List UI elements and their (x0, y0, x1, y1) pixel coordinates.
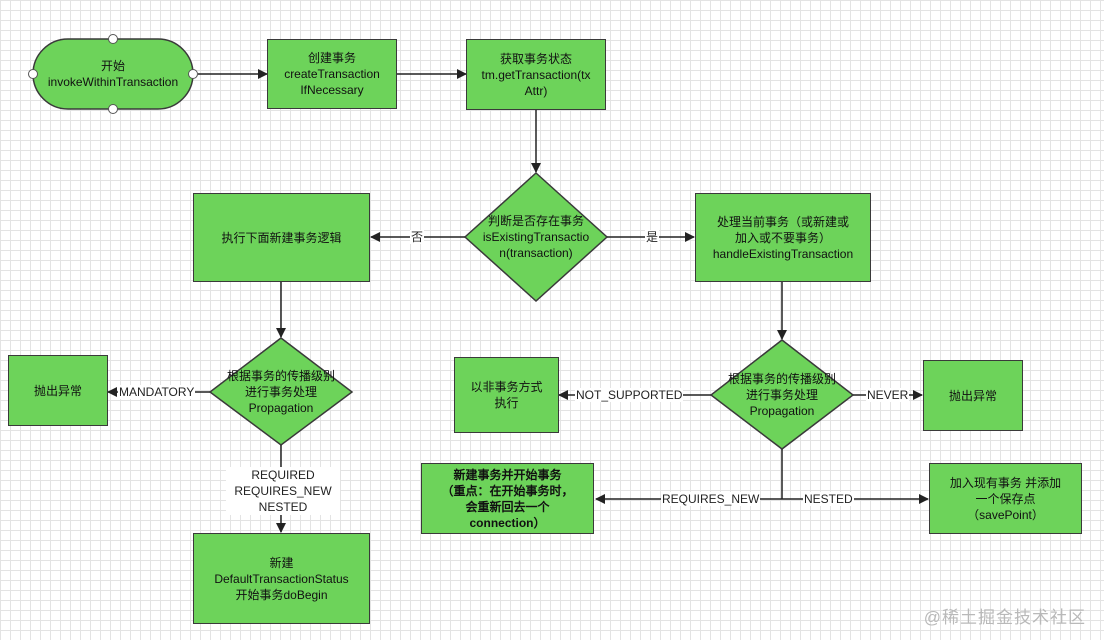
decision-is-existing-label: 判断是否存在事务 isExistingTransactio n(transact… (482, 214, 590, 260)
edge-label-yes: 是 (645, 230, 660, 244)
edge-label-requires-new: REQUIRES_NEW (661, 492, 761, 506)
edge-label-nested: NESTED (803, 492, 854, 506)
propagation-left-label: 根据事务的传播级别 进行事务处理 Propagation (226, 369, 335, 415)
new-status-node[interactable]: 新建 DefaultTransactionStatus 开始事务doBegin (193, 533, 370, 624)
non-transactional-node[interactable]: 以非事务方式 执行 (454, 357, 559, 433)
create-transaction-label: 创建事务 createTransaction IfNecessary (284, 51, 380, 97)
throw-exception-left-node[interactable]: 抛出异常 (8, 355, 108, 426)
edge-label-required-group: REQUIRED REQUIRES_NEW NESTED (226, 467, 340, 515)
new-transaction-logic-label: 执行下面新建事务逻辑 (221, 230, 342, 245)
handle-existing-node[interactable]: 处理当前事务（或新建或 加入或不要事务） handleExistingTrans… (695, 193, 871, 282)
edge-label-no: 否 (410, 230, 425, 244)
new-and-begin-node[interactable]: 新建事务并开始事务 （重点：在开始事务时， 会重新回去一个 connection… (421, 463, 594, 534)
throw-exception-left-label: 抛出异常 (33, 383, 82, 398)
decision-is-existing-node[interactable]: 判断是否存在事务 isExistingTransactio n(transact… (465, 205, 607, 269)
new-status-label: 新建 DefaultTransactionStatus 开始事务doBegin (214, 555, 349, 602)
decision-is-existing-shape (463, 171, 609, 303)
throw-exception-right-label: 抛出异常 (948, 388, 997, 403)
join-savepoint-node[interactable]: 加入现有事务 并添加 一个保存点 （savePoint） (929, 463, 1082, 534)
start-node[interactable]: 开始 invokeWithinTransaction (33, 39, 193, 109)
start-handle-top (108, 34, 118, 44)
propagation-left-node[interactable]: 根据事务的传播级别 进行事务处理 Propagation (210, 364, 352, 420)
new-and-begin-label: 新建事务并开始事务 （重点：在开始事务时， 会重新回去一个 connection… (441, 467, 574, 530)
new-transaction-logic-node[interactable]: 执行下面新建事务逻辑 (193, 193, 370, 282)
propagation-right-label: 根据事务的传播级别 进行事务处理 Propagation (727, 372, 836, 418)
get-status-node[interactable]: 获取事务状态 tm.getTransaction(tx Attr) (466, 39, 606, 110)
propagation-right-node[interactable]: 根据事务的传播级别 进行事务处理 Propagation (711, 367, 853, 423)
join-savepoint-label: 加入现有事务 并添加 一个保存点 （savePoint） (949, 475, 1062, 522)
start-handle-left (28, 69, 38, 79)
start-label: 开始 invokeWithinTransaction (47, 59, 179, 89)
edge-label-not-supported: NOT_SUPPORTED (575, 388, 684, 402)
start-handle-bottom (108, 104, 118, 114)
create-transaction-node[interactable]: 创建事务 createTransaction IfNecessary (267, 39, 397, 109)
watermark: @稀土掘金技术社区 (923, 608, 1086, 627)
edge-label-never: NEVER (866, 388, 910, 402)
handle-existing-label: 处理当前事务（或新建或 加入或不要事务） handleExistingTrans… (712, 214, 854, 261)
start-handle-right (188, 69, 198, 79)
throw-exception-right-node[interactable]: 抛出异常 (923, 360, 1023, 431)
non-transactional-label: 以非事务方式 执行 (470, 380, 543, 410)
get-status-label: 获取事务状态 tm.getTransaction(tx Attr) (481, 51, 591, 98)
edge-label-mandatory: MANDATORY (118, 385, 196, 399)
